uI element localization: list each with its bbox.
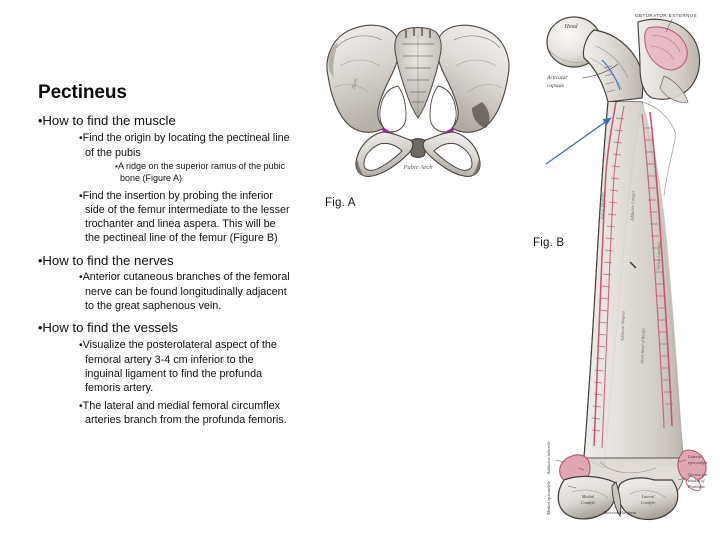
slide-text-body: Pectineus •How to find the muscle •Find … [38,82,290,429]
pectineal-line-annotation-arrow [545,117,612,165]
shaft-inline-label-1: Vastus Medialis [600,192,606,220]
popliteus-groove-label-3: Popliteus [687,484,705,489]
bullet-level2-profunda-text: Visualize the posterolateral aspect of t… [82,339,277,394]
bullet-glyph: • [38,114,43,129]
pubic-arch-inline-label: Pubic Arch [402,164,432,171]
femur-anatomy-image: Head OBTURATOR EXTERNUS Articular capsul… [538,6,720,522]
page-title: Pectineus [38,82,127,103]
lateral-condyle [617,477,679,521]
bullet-glyph: • [38,253,43,268]
annotation-line-neck [601,59,621,91]
bullet-level2-femoral-nerve: •Anterior cutaneous branches of the femo… [38,270,290,313]
bullet-level1-nerves: •How to find the nerves [38,253,290,270]
figure-b-caption: Fig. B [533,237,565,249]
obturator-externus-attachment [644,26,688,71]
bullet-glyph: • [79,190,83,202]
bullet-level2-insertion: •Find the insertion by probing the infer… [38,189,290,246]
lateral-epicondyle-attachment [677,449,707,482]
shaft-inline-label-2: Adductor Longus [629,190,635,222]
medial-condyle-label: Medial [581,494,595,499]
bullet-level1-muscle: •How to find the muscle [38,113,290,130]
intercondylar-label: Intercondylar fossa [603,510,637,515]
articular-capsule-upper-label-line2: capsule [547,83,565,89]
bullet-level3-ridge: •A ridge on the superior ramus of the pu… [38,161,290,185]
bullet-level1-muscle-text: How to find the muscle [42,113,176,129]
bullet-level1-vessels: •How to find the vessels [38,320,290,337]
popliteus-groove-label: Groove for [688,472,708,477]
bullet-glyph: • [38,321,43,336]
obturator-externus-inline-label: OBTURATOR EXTERNUS [635,13,697,18]
articular-capsule-upper-label-line1: Articular [546,75,568,81]
bullet-level2-origin-text: Find the origin by locating the pectinea… [82,132,290,159]
bullet-glyph: • [79,340,83,352]
bullet-glyph: • [79,272,83,284]
bullet-level2-circumflex-text: The lateral and medial femoral circumfle… [82,399,287,427]
bullet-level2-femoral-nerve-text: Anterior cutaneous branches of the femor… [82,271,290,313]
shaft-inline-label-5: Short Head of Biceps [639,328,645,364]
bullet-level2-profunda: •Visualize the posterolateral aspect of … [38,338,290,395]
adductor-tubercle-label: Adductor tubercle [546,441,551,475]
lateral-epicondyle-label: Lateral [687,454,702,459]
head-inline-label: Head [564,24,579,30]
figure-a-caption: Fig. A [325,197,356,209]
linea-aspera [649,111,673,427]
ilium-inline-label: Ilium [352,78,359,91]
bullet-glyph: • [79,133,83,145]
lateral-condyle-label-2: Condyle [641,500,656,505]
bullet-level1-nerves-text: How to find the nerves [42,252,174,268]
shaft-inline-label-4: Adductor Magnus [619,310,625,342]
pelvis-anatomy-image: Pubic Arch Ilium [322,14,514,184]
bullet-level2-origin: •Find the origin by locating the pectine… [38,131,290,160]
medial-epicondyle-label: Medial epicondyle [546,481,551,516]
bullet-glyph: • [79,400,83,412]
medial-condyle-label-2: Condyle [581,500,596,505]
shaft-inline-label-3: Vastus Lateralis [656,241,662,270]
lateral-epicondyle-label-2: epicondyle [688,460,708,465]
bullet-level2-circumflex: •The lateral and medial femoral circumfl… [38,399,290,428]
pectineal-line-femur [593,101,617,447]
popliteus-groove-label-2: tendon of [688,478,705,483]
popliteus-groove [685,475,701,491]
bullet-glyph: • [115,160,118,171]
bullet-level3-ridge-text: A ridge on the superior ramus of the pub… [118,160,286,183]
lateral-condyle-label: Lateral [641,494,656,499]
bullet-level2-insertion-text: Find the insertion by probing the inferi… [82,189,290,245]
bullet-level1-vessels-text: How to find the vessels [42,320,178,336]
